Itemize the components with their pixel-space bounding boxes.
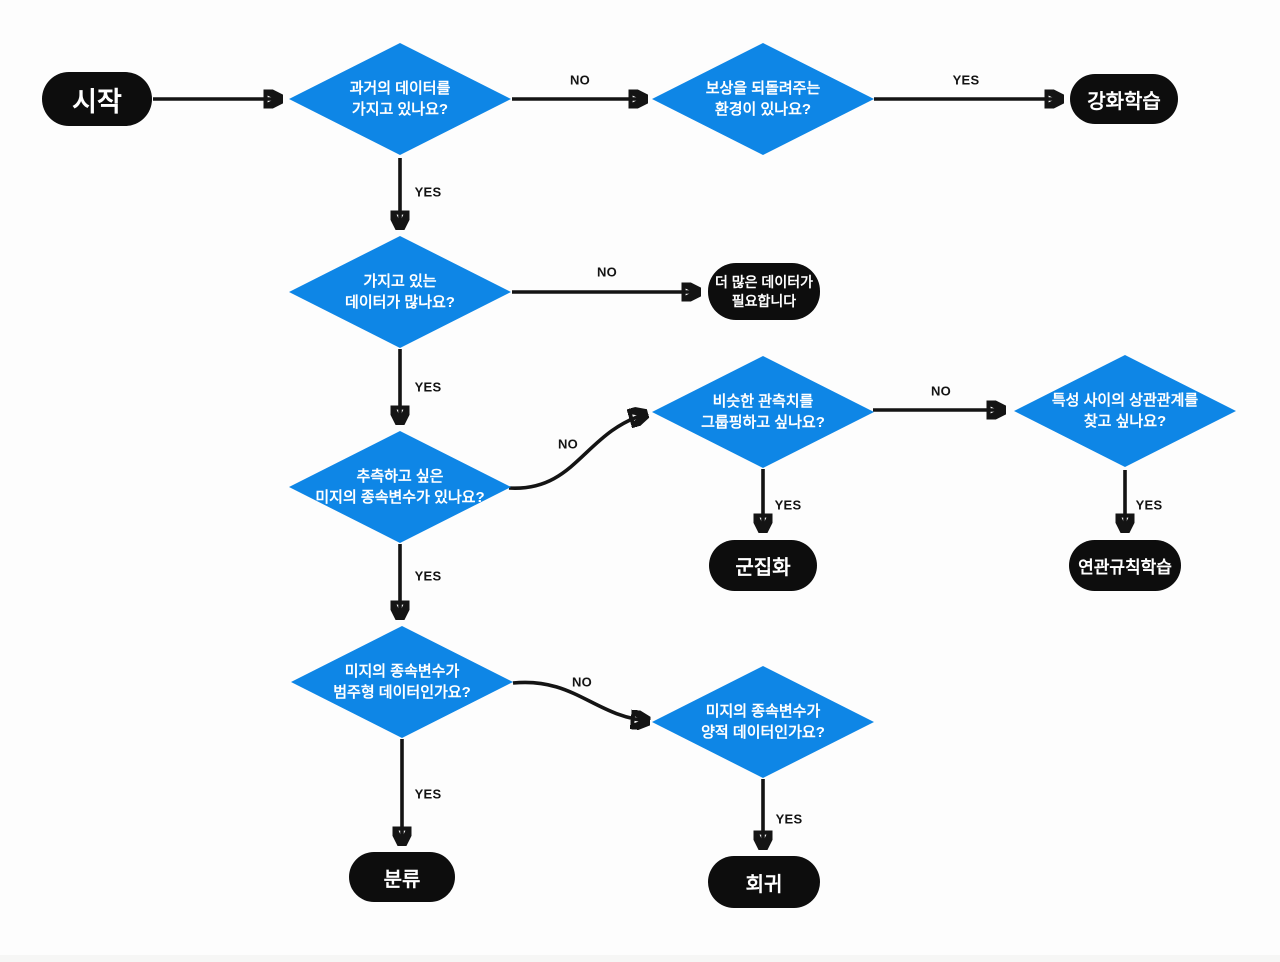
edge-label-much-data-yes: YES (414, 379, 442, 395)
edge-predict-unknown-no (508, 414, 646, 490)
edge-label-reward-env-yes: YES (952, 72, 980, 88)
node-start-label: 시작 (72, 86, 122, 117)
node-start: 시작 (42, 72, 152, 126)
decision-has-past-data-label: 과거의 데이터를 가지고 있나요? (349, 80, 451, 118)
node-need-more-data-label: 더 많은 데이터가 필요합니다 (715, 273, 813, 309)
edge-label-correlation-yes: YES (1135, 497, 1163, 513)
edge-label-categorical-yes: YES (414, 786, 442, 802)
node-classification: 분류 (349, 852, 455, 902)
node-need-more-data: 더 많은 데이터가 필요합니다 (708, 263, 820, 320)
edge-categorical-no (512, 680, 648, 721)
edge-label-much-data-no: NO (596, 264, 618, 280)
edge-label-grouping-yes: YES (774, 497, 802, 513)
edge-label-grouping-no: NO (930, 383, 952, 399)
edge-label-predict-unknown-yes: YES (414, 568, 442, 584)
edge-label-predict-unknown-no: NO (557, 436, 579, 452)
node-association-rule-learning: 연관규칙학습 (1069, 540, 1181, 591)
edge-label-has-past-data-yes: YES (414, 184, 442, 200)
edge-label-quantitative-yes: YES (775, 811, 803, 827)
decision-correlation-label: 특성 사이의 상관관계를 찾고 싶나요? (1051, 392, 1199, 430)
node-reinforcement-learning-label: 강화학습 (1087, 90, 1161, 113)
node-association-rule-learning-label: 연관규칙학습 (1078, 558, 1172, 577)
decision-categorical-label: 미지의 종속변수가 범주형 데이터인가요? (333, 663, 471, 701)
edge-label-categorical-no: NO (571, 674, 593, 690)
decision-quantitative-label: 미지의 종속변수가 양적 데이터인가요? (701, 703, 825, 741)
decision-grouping-label: 비슷한 관측치를 그룹핑하고 싶나요? (701, 393, 825, 431)
node-classification-label: 분류 (383, 868, 421, 891)
edge-label-has-past-data-no: NO (569, 72, 591, 88)
node-regression: 회귀 (708, 856, 820, 908)
decision-predict-unknown-label: 추측하고 싶은 미지의 종속변수가 있나요? (315, 468, 485, 506)
node-reinforcement-learning: 강화학습 (1070, 74, 1178, 124)
node-regression-label: 회귀 (745, 873, 783, 896)
node-clustering-label: 군집화 (735, 557, 791, 579)
decision-reward-environment-label: 보상을 되돌려주는 환경이 있나요? (705, 80, 821, 118)
decision-much-data-label: 가지고 있는 데이터가 많나요? (345, 273, 455, 311)
node-clustering: 군집화 (709, 540, 817, 591)
